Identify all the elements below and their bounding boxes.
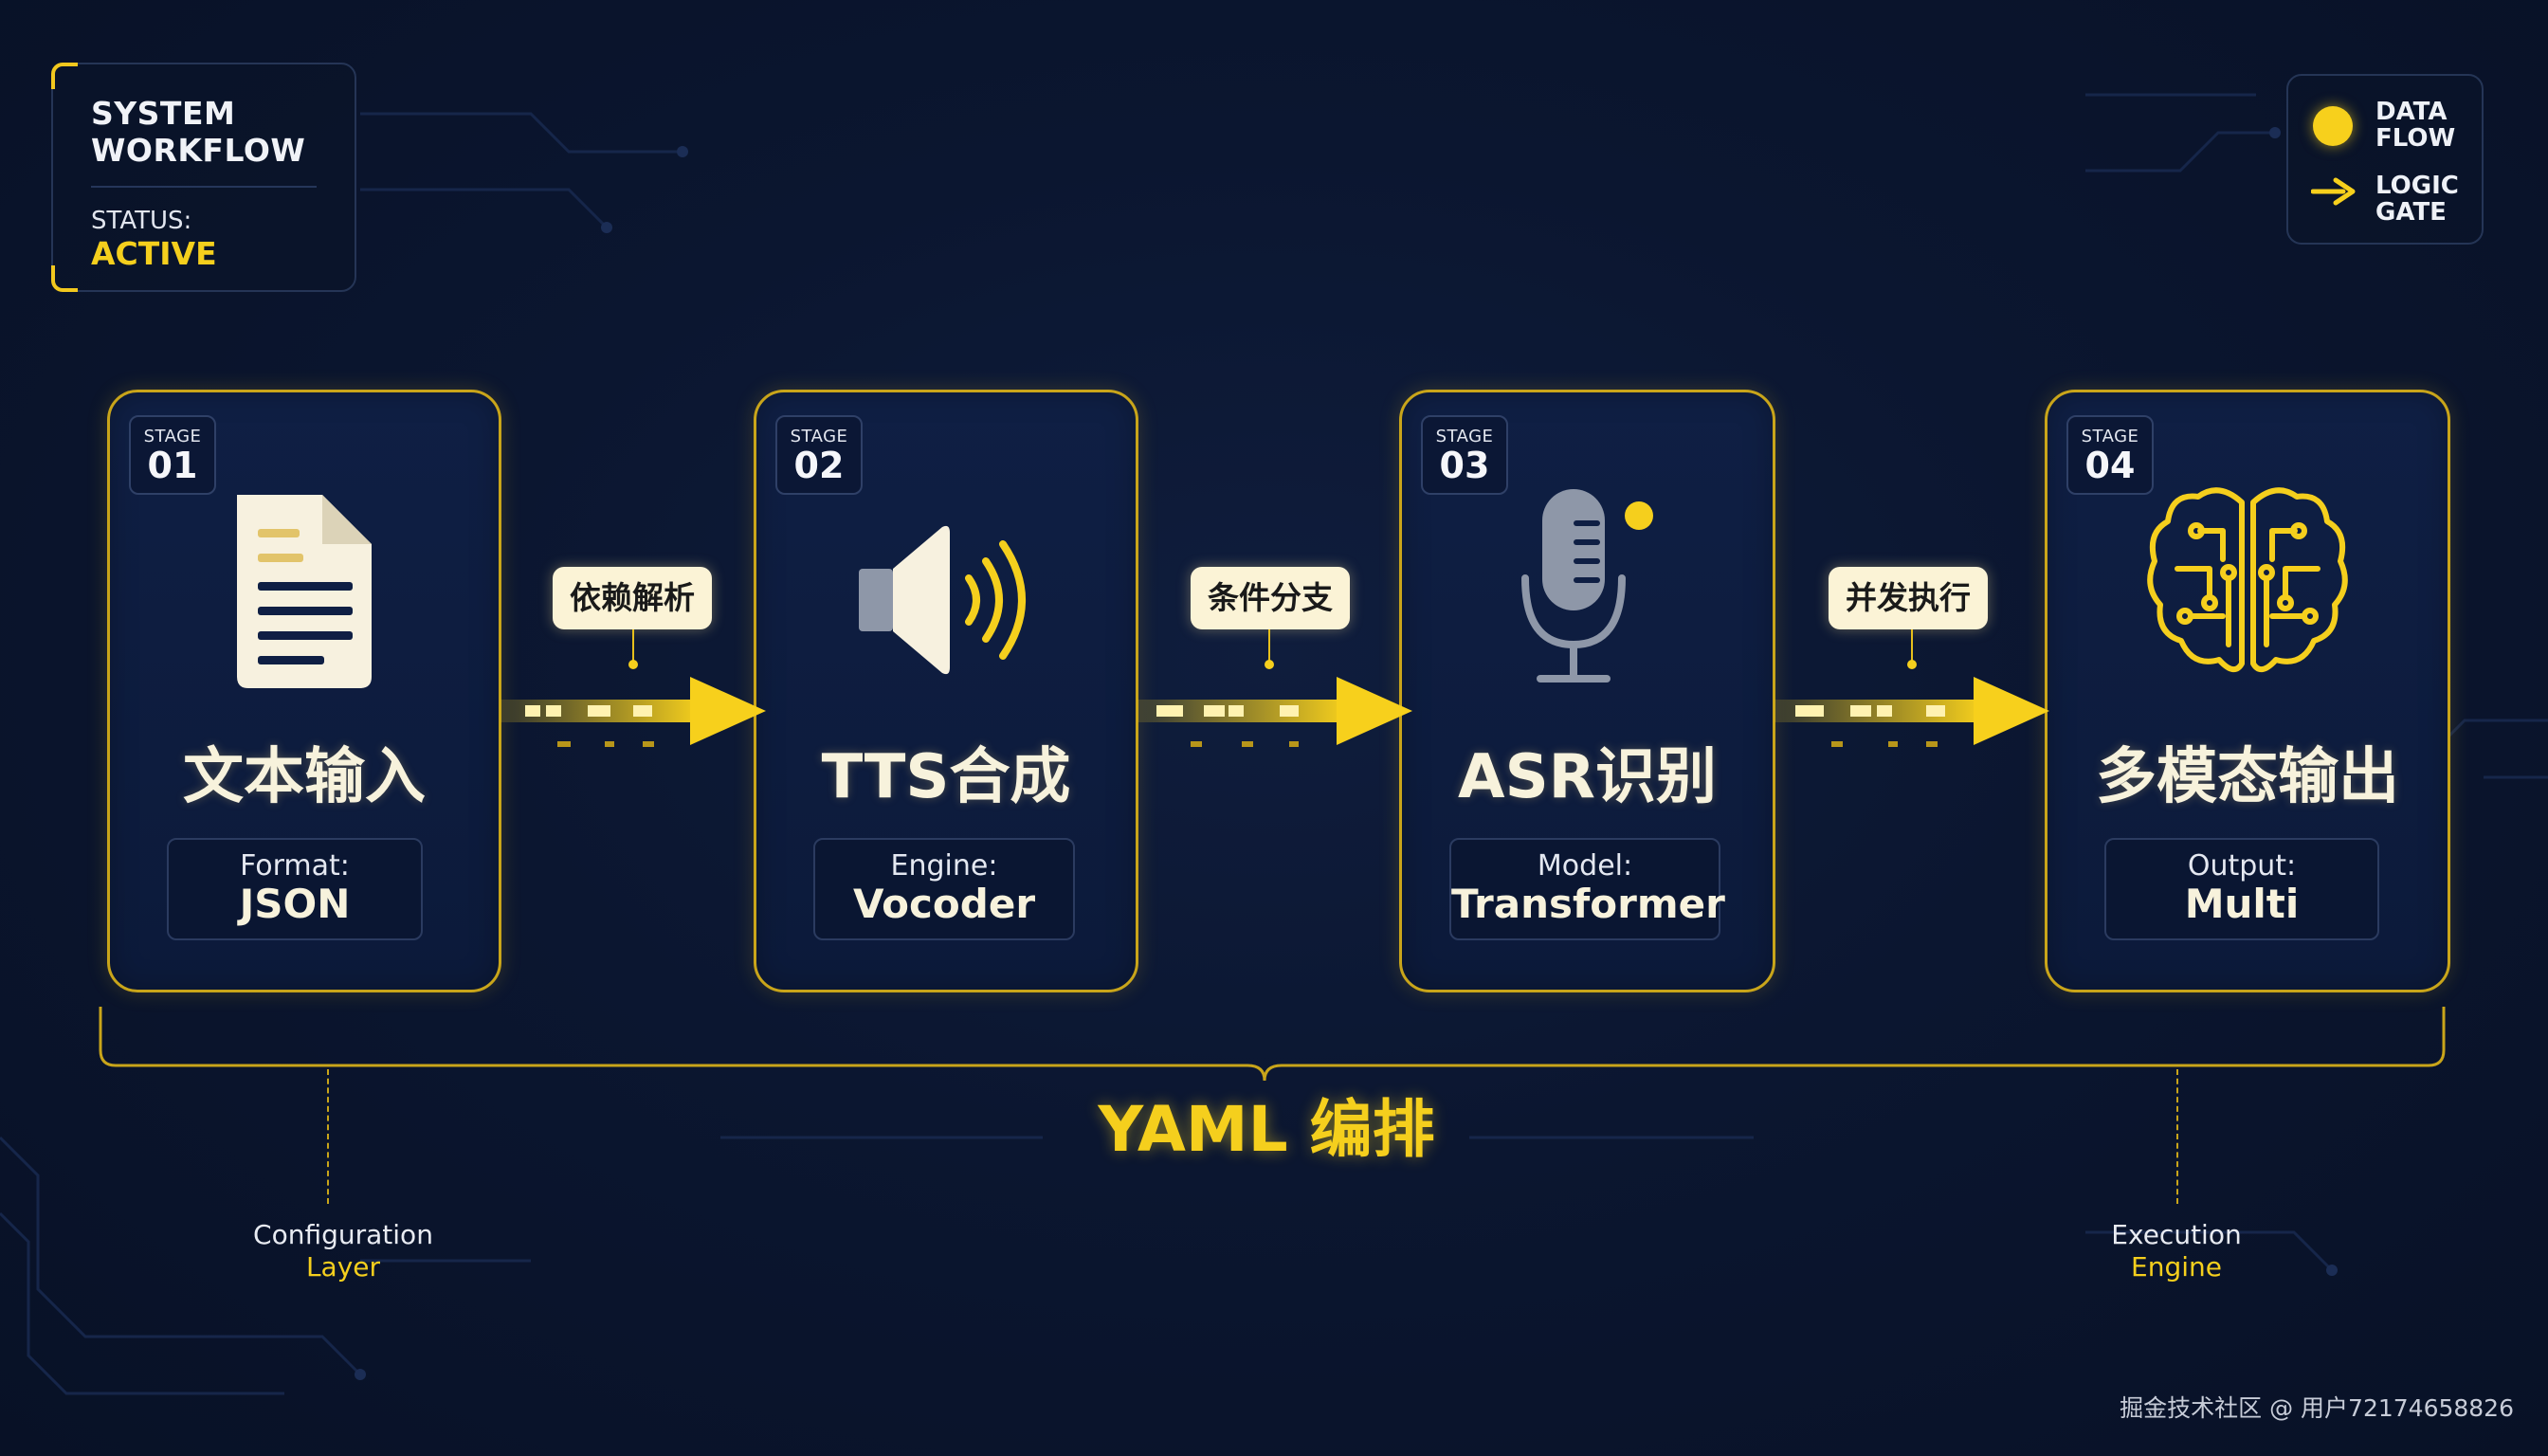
connector-label: 并发执行 bbox=[1829, 567, 1988, 629]
connector-dot bbox=[1907, 660, 1917, 669]
legend-data-flow-line1: DATA bbox=[2375, 98, 2448, 126]
legend-logic-gate-label: LOGIC GATE bbox=[2375, 173, 2459, 226]
flow-arrow-1 bbox=[500, 677, 766, 747]
stage-info-box: Output: Multi bbox=[2104, 838, 2379, 940]
connector-label: 依赖解析 bbox=[553, 567, 712, 629]
info-label: Format: bbox=[240, 849, 350, 883]
system-workflow-panel: SYSTEM WORKFLOW STATUS: ACTIVE bbox=[51, 63, 356, 292]
connector-dot bbox=[628, 660, 638, 669]
stage-card-03[interactable]: STAGE 03 ASR识别 Model: Transformer bbox=[1399, 390, 1775, 992]
execution-engine-line2: Engine bbox=[2131, 1251, 2222, 1283]
connector-label: 条件分支 bbox=[1191, 567, 1350, 629]
stage-badge-number: 03 bbox=[1439, 445, 1490, 486]
info-label: Engine: bbox=[890, 849, 998, 883]
legend-logic-gate-line1: LOGIC bbox=[2375, 172, 2459, 200]
info-value: Transformer bbox=[1451, 881, 1725, 927]
stage-badge: STAGE 02 bbox=[775, 415, 863, 495]
status-value: ACTIVE bbox=[91, 235, 217, 272]
info-label: Output: bbox=[2187, 849, 2297, 883]
connector-stem bbox=[1268, 629, 1270, 664]
stage-card-02[interactable]: STAGE 02 TTS合成 Engine: Vocoder bbox=[754, 390, 1138, 992]
stage-badge-number: 04 bbox=[2084, 445, 2136, 486]
connector-dot bbox=[1265, 660, 1274, 669]
config-layer-line2: Layer bbox=[305, 1251, 381, 1283]
info-label: Model: bbox=[1537, 849, 1633, 883]
stage-badge-label: STAGE bbox=[790, 427, 848, 446]
logic-gate-arrow-icon bbox=[2311, 177, 2356, 206]
stage-badge: STAGE 04 bbox=[2066, 415, 2154, 495]
data-flow-dot-icon bbox=[2313, 106, 2353, 146]
document-icon bbox=[237, 495, 372, 688]
config-layer-line1: Configuration bbox=[253, 1219, 433, 1250]
stage-info-box: Engine: Vocoder bbox=[813, 838, 1075, 940]
stage-badge-label: STAGE bbox=[143, 427, 202, 446]
flow-arrow-2 bbox=[1138, 677, 1412, 747]
stage-info-box: Model: Transformer bbox=[1449, 838, 1725, 940]
connector-stem bbox=[632, 629, 634, 664]
stage-badge: STAGE 03 bbox=[1421, 415, 1508, 495]
info-value: JSON bbox=[239, 881, 351, 927]
microphone-icon bbox=[1520, 489, 1653, 682]
stage-card-04[interactable]: STAGE 04 多模态输出 Output: Multi bbox=[2045, 390, 2450, 992]
stage-info-box: Format: JSON bbox=[167, 838, 423, 940]
config-layer-dashed-line bbox=[327, 1069, 329, 1204]
watermark: 掘金技术社区 @ 用户72174658826 bbox=[2120, 1394, 2514, 1422]
panel-corner-accent bbox=[51, 63, 78, 89]
stage-badge-number: 02 bbox=[793, 445, 845, 486]
legend-logic-gate-line2: GATE bbox=[2375, 198, 2447, 227]
stage-badge-number: 01 bbox=[147, 445, 198, 486]
info-value: Vocoder bbox=[852, 881, 1036, 927]
panel-title-line2: WORKFLOW bbox=[91, 132, 306, 169]
panel-title: SYSTEM WORKFLOW bbox=[91, 95, 305, 169]
stage-badge-label: STAGE bbox=[1435, 427, 1494, 446]
stage-title: 文本输入 bbox=[183, 742, 426, 812]
info-value: Multi bbox=[2184, 881, 2300, 927]
connector-stem bbox=[1911, 629, 1913, 664]
panel-divider bbox=[91, 186, 317, 188]
execution-engine-dashed-line bbox=[2176, 1069, 2178, 1204]
config-layer-label: Configuration Layer bbox=[220, 1219, 466, 1283]
legend-data-flow-label: DATA FLOW bbox=[2375, 99, 2455, 152]
execution-engine-label: Execution Engine bbox=[2063, 1219, 2290, 1283]
legend-panel: DATA FLOW LOGIC GATE bbox=[2286, 74, 2484, 245]
stage-title: TTS合成 bbox=[821, 742, 1071, 812]
panel-title-line1: SYSTEM bbox=[91, 95, 236, 132]
status-label: STATUS: bbox=[91, 207, 192, 235]
stage-title: ASR识别 bbox=[1458, 742, 1717, 812]
panel-corner-accent bbox=[51, 265, 78, 292]
stage-card-01[interactable]: STAGE 01 文本输入 Format: JSON bbox=[107, 390, 501, 992]
yaml-orchestration-title: YAML 编排 bbox=[1098, 1093, 1435, 1166]
stage-title: 多模态输出 bbox=[2096, 742, 2399, 812]
flow-arrow-3 bbox=[1774, 677, 2049, 747]
brain-circuit-icon bbox=[2147, 487, 2348, 672]
stage-badge-label: STAGE bbox=[2081, 427, 2139, 446]
stage-badge: STAGE 01 bbox=[129, 415, 216, 495]
speaker-icon bbox=[859, 525, 1026, 675]
execution-engine-line1: Execution bbox=[2111, 1219, 2242, 1250]
legend-data-flow-line2: FLOW bbox=[2375, 124, 2456, 153]
